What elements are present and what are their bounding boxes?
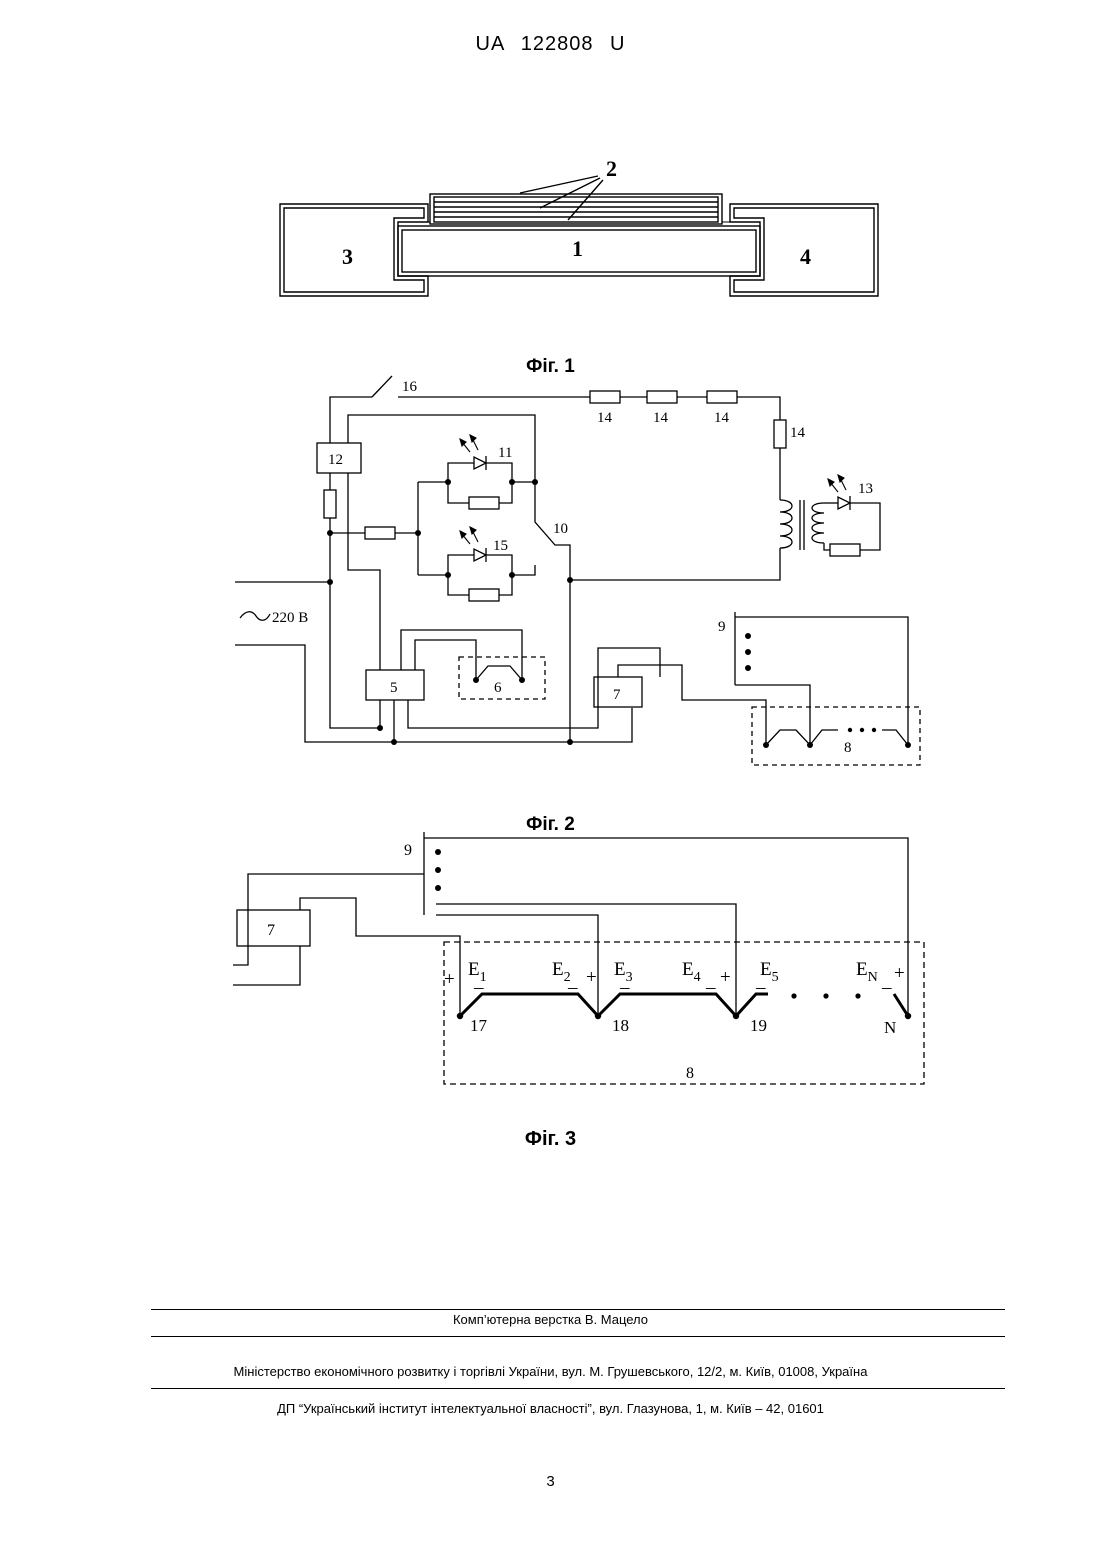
minus-sign-6: – bbox=[881, 977, 892, 998]
label-e4: E4 bbox=[682, 959, 701, 985]
figure-3-caption: Фіг. 3 bbox=[0, 1128, 1101, 1151]
plus-sign-4: + bbox=[894, 963, 905, 984]
label-heater-8: 8 bbox=[686, 1065, 694, 1082]
footer-divider-middle bbox=[151, 1336, 1005, 1337]
plus-sign-1: + bbox=[444, 969, 455, 990]
label-en: EN bbox=[856, 959, 878, 985]
plus-sign-2: + bbox=[586, 967, 597, 988]
footer-ministry: Міністерство економічного розвитку і тор… bbox=[0, 1364, 1101, 1379]
node-19: 19 bbox=[750, 1016, 767, 1035]
minus-sign-5: – bbox=[755, 977, 766, 998]
minus-sign-3: – bbox=[619, 977, 630, 998]
label-block-7: 7 bbox=[267, 922, 275, 939]
footer-divider-bottom bbox=[151, 1388, 1005, 1389]
footer-layout-credit: Комп’ютерна верстка В. Мацело bbox=[0, 1312, 1101, 1327]
footer-institute: ДП “Український інститут інтелектуальної… bbox=[0, 1401, 1101, 1416]
minus-sign-2: – bbox=[567, 977, 578, 998]
page-number: 3 bbox=[0, 1473, 1101, 1490]
label-switch-9: 9 bbox=[404, 842, 412, 859]
figure-3-diagram: 9 7 8 + E1 – E2 – + E3 – E4 – + E5 – EN … bbox=[0, 0, 1101, 1100]
plus-sign-3: + bbox=[720, 967, 731, 988]
footer-divider-top bbox=[151, 1309, 1005, 1310]
node-17: 17 bbox=[470, 1016, 488, 1035]
node-n: N bbox=[884, 1018, 896, 1037]
minus-sign-1: – bbox=[473, 977, 484, 998]
minus-sign-4: – bbox=[705, 977, 716, 998]
node-18: 18 bbox=[612, 1016, 629, 1035]
